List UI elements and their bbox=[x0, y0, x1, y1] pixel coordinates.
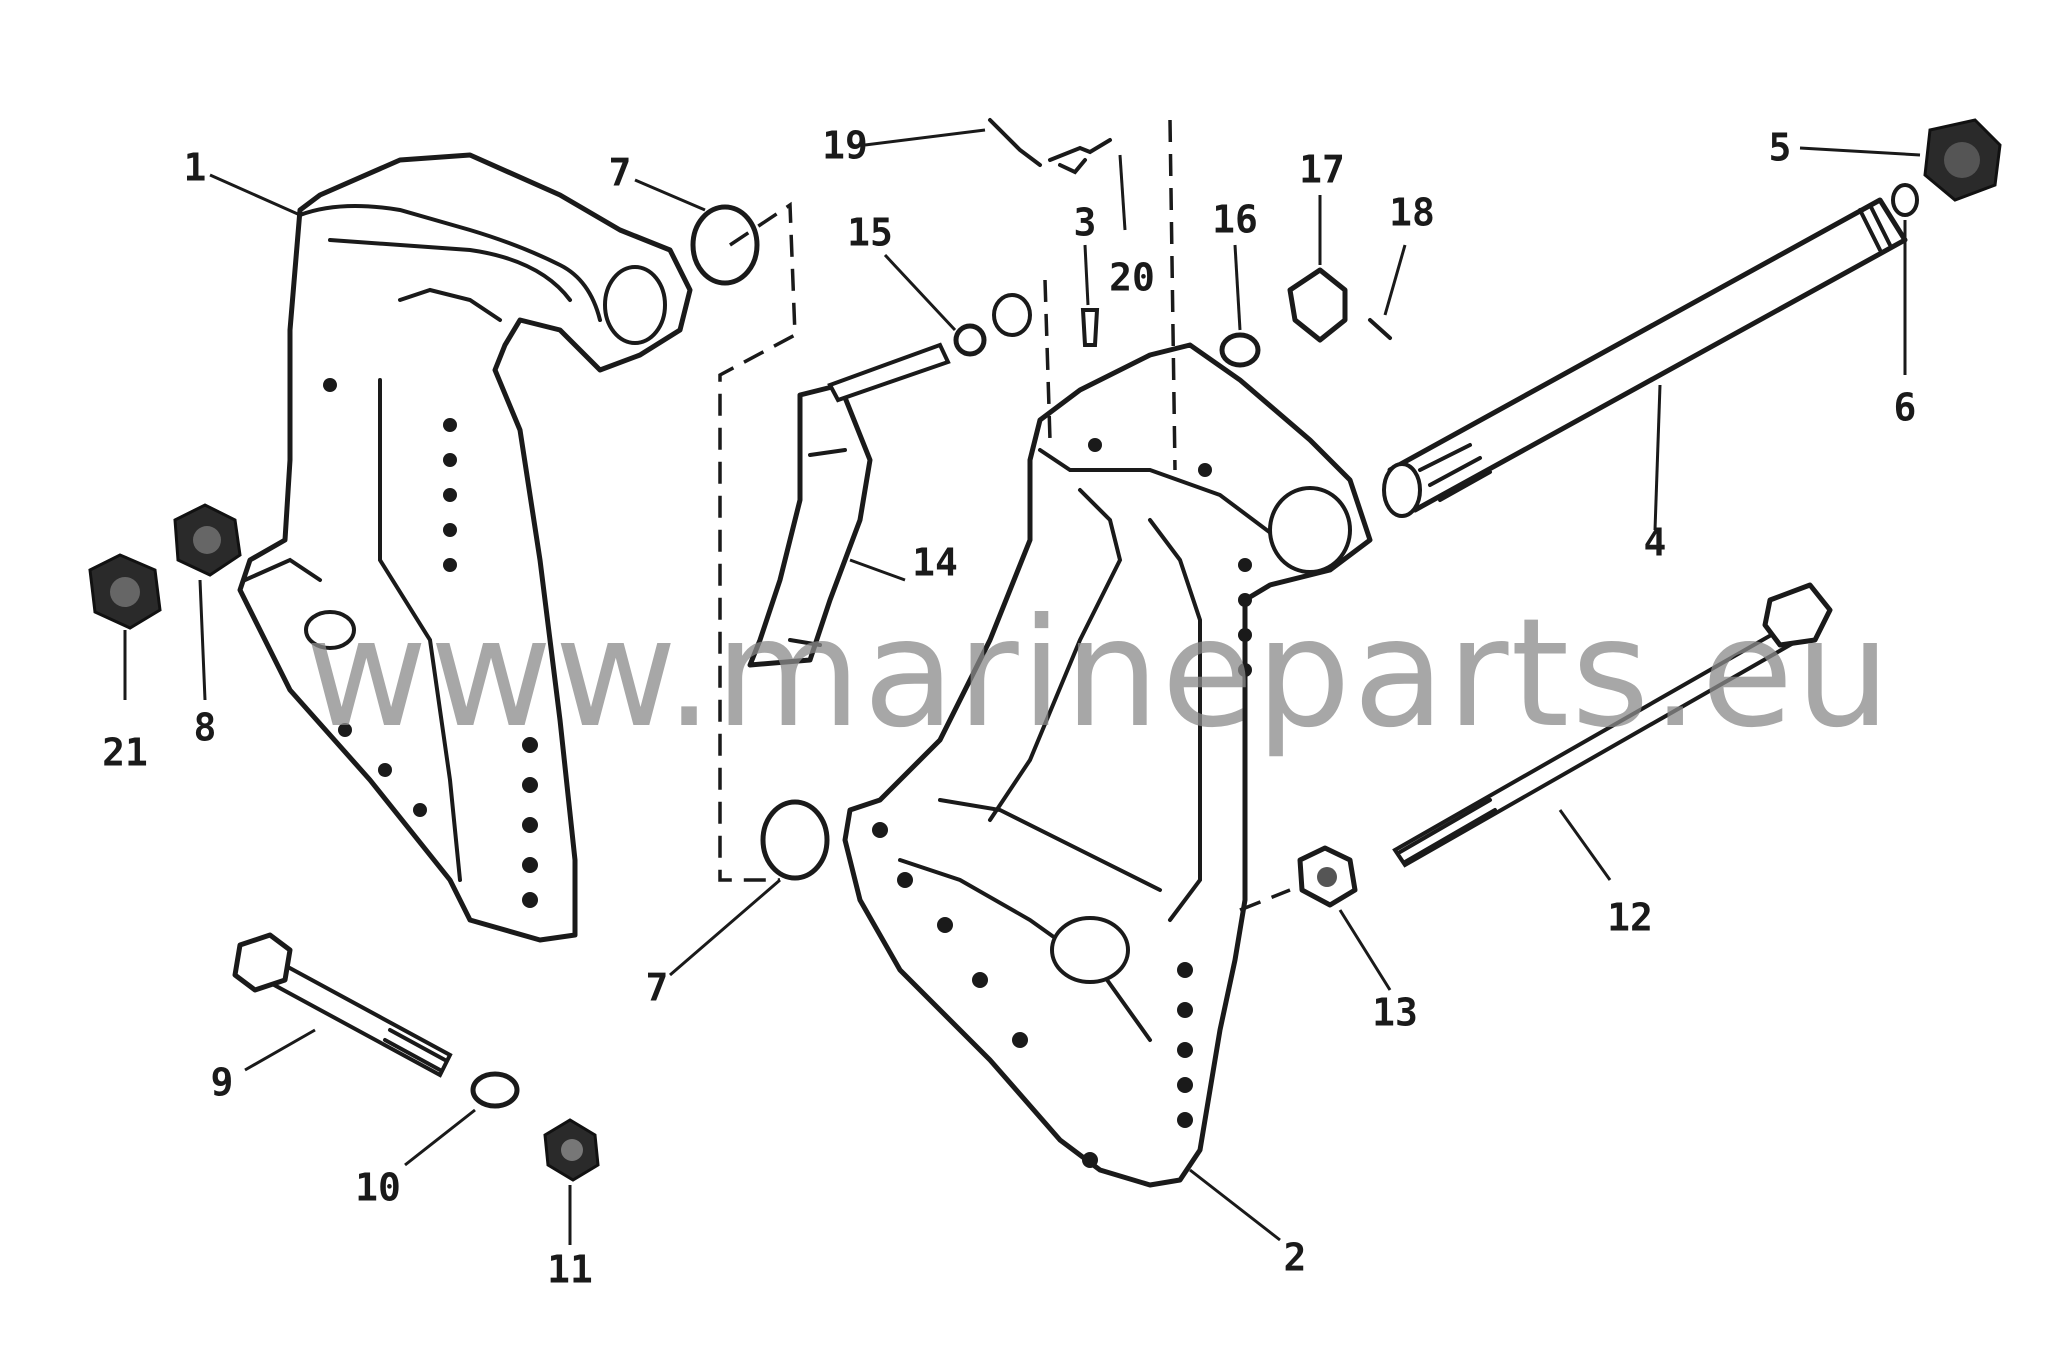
callout-17: 17 bbox=[1299, 148, 1345, 192]
callout-5: 5 bbox=[1769, 126, 1792, 170]
nut-part-21 bbox=[88, 553, 162, 630]
callout-11: 11 bbox=[547, 1248, 593, 1292]
callout-9: 9 bbox=[211, 1061, 234, 1105]
callout-13: 13 bbox=[1372, 991, 1418, 1035]
clamp-bracket-left bbox=[237, 152, 693, 943]
callout-20: 20 bbox=[1109, 256, 1155, 300]
callout-12: 12 bbox=[1607, 896, 1653, 940]
nut-part-11 bbox=[543, 1118, 600, 1182]
latch-part-17 bbox=[1287, 267, 1348, 343]
callout-7-top: 7 bbox=[609, 151, 632, 195]
screw-part-3 bbox=[1080, 308, 1100, 347]
callout-18: 18 bbox=[1389, 191, 1435, 235]
cotter-pin-part-19 bbox=[988, 118, 1042, 167]
tilt-tube-shaft bbox=[1382, 197, 1908, 518]
sleeve-part bbox=[992, 293, 1032, 337]
callout-4: 4 bbox=[1644, 521, 1667, 565]
pin-part-16 bbox=[1219, 332, 1261, 368]
callout-labels: 1 2 3 4 5 6 7 7 8 9 10 11 12 13 14 15 16… bbox=[102, 124, 1916, 1292]
callout-8: 8 bbox=[194, 706, 217, 750]
clamp-bracket-right bbox=[842, 342, 1373, 1188]
nut-part-8 bbox=[173, 503, 242, 577]
tilt-lever bbox=[747, 342, 951, 668]
watermark-text: www.marineparts.eu bbox=[305, 587, 1893, 761]
assembly-lines bbox=[718, 119, 1291, 912]
spring-part-20 bbox=[1048, 138, 1112, 175]
callout-1: 1 bbox=[184, 146, 207, 190]
nut-part-5 bbox=[1923, 118, 2002, 202]
callout-19: 19 bbox=[822, 124, 868, 168]
washer-part-6 bbox=[1891, 183, 1919, 217]
callout-6: 6 bbox=[1894, 386, 1917, 430]
callout-15: 15 bbox=[847, 211, 893, 255]
pin-part-18 bbox=[1368, 318, 1392, 340]
callout-3: 3 bbox=[1074, 201, 1097, 245]
nut-part-13 bbox=[1297, 845, 1358, 908]
callout-21: 21 bbox=[102, 731, 148, 775]
callout-14: 14 bbox=[912, 541, 958, 585]
washer-part-10 bbox=[470, 1071, 520, 1109]
bushing-part-7-bottom bbox=[760, 799, 830, 881]
short-bolt bbox=[232, 932, 453, 1078]
long-bolt bbox=[1392, 582, 1833, 868]
washer-part-15 bbox=[953, 323, 987, 357]
callout-16: 16 bbox=[1212, 198, 1258, 242]
callout-7-bottom: 7 bbox=[646, 966, 669, 1010]
bushing-part-7-top bbox=[690, 204, 760, 286]
callout-2: 2 bbox=[1284, 1236, 1307, 1280]
callout-10: 10 bbox=[355, 1166, 401, 1210]
leader-lines bbox=[123, 128, 1921, 1245]
